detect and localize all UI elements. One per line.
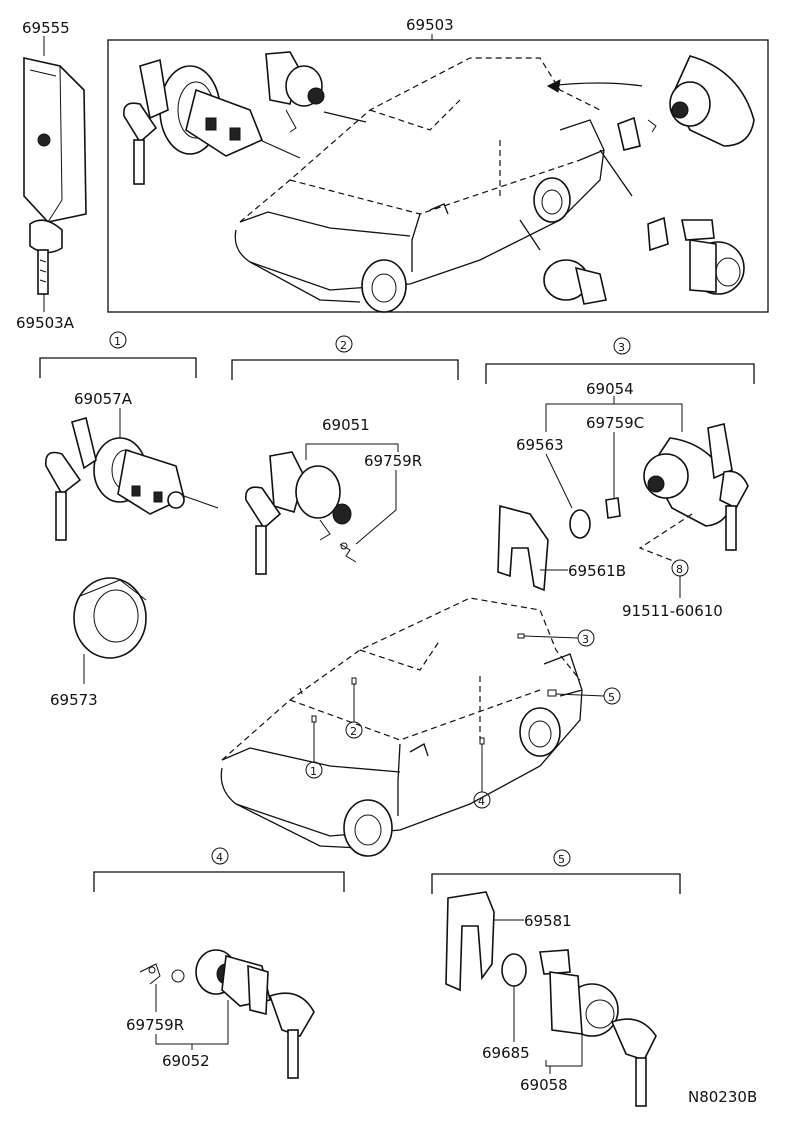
callout-3-text: 3 <box>582 633 589 646</box>
label-69581: 69581 <box>524 912 572 930</box>
label-69759R-bottom: 69759R <box>126 1016 184 1034</box>
car-outline-center <box>220 597 583 857</box>
group-2-marker: 2 <box>340 339 347 352</box>
trunk-lock-box <box>546 55 755 151</box>
door-lock-69052 <box>139 949 315 1079</box>
door-lock-cylinder-69051 <box>245 451 357 575</box>
glove-box-lock-box <box>519 149 633 305</box>
label-69503: 69503 <box>406 16 454 34</box>
callout-4-text: 4 <box>478 795 485 808</box>
group-3-marker: 3 <box>618 341 625 354</box>
label-91511-60610: 91511-60610 <box>622 602 723 620</box>
bolt-marker: 8 <box>676 563 683 576</box>
label-69759R-top: 69759R <box>364 452 422 470</box>
group-5-header: 5 <box>431 849 681 894</box>
callout-2-text: 2 <box>350 725 357 738</box>
kit-box-69503 <box>107 39 769 313</box>
car-callout-4: 4 <box>473 737 491 809</box>
bezel-69573 <box>73 577 147 684</box>
label-69573: 69573 <box>50 691 98 709</box>
callout-5-text: 5 <box>608 691 615 704</box>
label-69759C: 69759C <box>586 414 644 432</box>
bolt-91511: 8 <box>638 513 693 598</box>
label-69052: 69052 <box>162 1052 210 1070</box>
group-1-header: 1 <box>39 331 197 378</box>
label-69563: 69563 <box>516 436 564 454</box>
label-69685: 69685 <box>482 1044 530 1062</box>
group-3-header: 3 <box>485 337 755 384</box>
label-69503A: 69503A <box>16 314 75 332</box>
key-blank-69503A <box>29 219 63 312</box>
label-69057A: 69057A <box>74 390 133 408</box>
ignition-cylinder-69057A <box>45 417 219 541</box>
car-outline-top <box>234 57 605 313</box>
group-4-marker: 4 <box>216 851 223 864</box>
label-69051: 69051 <box>322 416 370 434</box>
ignition-lock-box <box>123 58 301 185</box>
group-4-header: 4 <box>93 847 345 892</box>
car-callout-3: 3 <box>517 629 595 647</box>
car-callout-1: 1 <box>305 715 323 779</box>
group-2-header: 2 <box>231 335 459 380</box>
callout-1-text: 1 <box>310 765 317 778</box>
group-5-marker: 5 <box>558 853 565 866</box>
label-69561B: 69561B <box>568 562 626 580</box>
hatch-lock-69054 <box>569 423 749 551</box>
label-69054: 69054 <box>586 380 634 398</box>
door-lock-box-left <box>265 51 367 133</box>
key-card-69555 <box>23 36 87 223</box>
drawing-code: N80230B <box>688 1088 757 1106</box>
label-69555: 69555 <box>22 19 70 37</box>
retainer-69561B <box>497 504 568 592</box>
label-69058: 69058 <box>520 1076 568 1094</box>
car-callout-5: 5 <box>547 687 621 705</box>
car-callout-2: 2 <box>345 677 363 739</box>
group-1-marker: 1 <box>114 335 121 348</box>
retainer-69581 <box>445 891 524 992</box>
door-lock-box-right <box>647 216 745 295</box>
lock-69058 <box>501 949 657 1107</box>
